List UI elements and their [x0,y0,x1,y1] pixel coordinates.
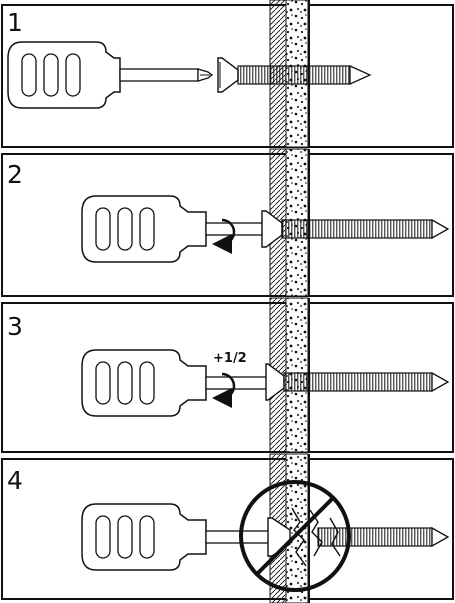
clockwise-rotation-icon [212,218,236,254]
step-number: 4 [7,466,23,495]
screwdriver [81,349,269,417]
panel-1: 1 [1,0,454,148]
panel-frame [1,458,454,600]
panel-frame [1,302,454,453]
panel-frame [1,4,454,148]
step-number: 1 [7,8,23,37]
screwdriver [81,503,271,571]
panel-2: 2 [1,148,454,297]
screw [265,363,450,401]
screw [217,57,372,93]
step-number: 2 [7,160,23,189]
screwdriver [7,41,214,109]
panel-frame [1,153,454,297]
panel-3: 3 +1/2 [1,297,454,453]
screwdriver [81,195,265,263]
half-turn-label: +1/2 [213,351,247,366]
screw [261,210,450,248]
prohibited-icon [239,480,351,592]
clockwise-rotation-icon [212,372,236,408]
step-number: 3 [7,312,23,341]
panel-4: 4 [1,453,454,603]
